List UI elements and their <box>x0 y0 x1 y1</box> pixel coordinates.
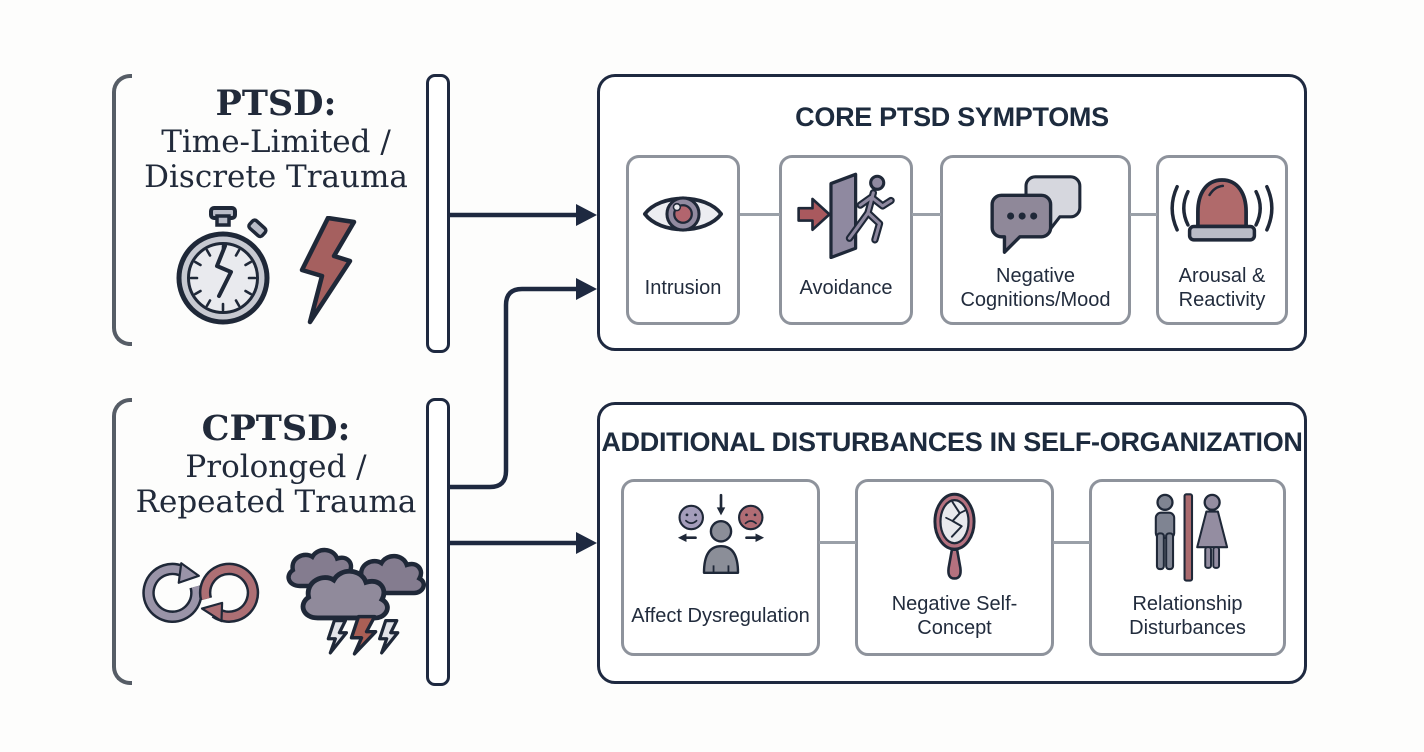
core-box-title: CORE PTSD SYMPTOMS <box>795 102 1109 132</box>
speech-bubbles-icon <box>986 166 1086 262</box>
exit-door-icon <box>794 166 898 262</box>
symptom-card-negative-cognitions: Negative Cognitions/Mood <box>940 155 1131 325</box>
affect-dysregulation-icon <box>673 490 769 586</box>
lightning-bolt-icon <box>299 216 357 325</box>
relationship-split-icon <box>1142 490 1234 586</box>
core-ptsd-symptoms-box: CORE PTSD SYMPTOMS Intrusion <box>597 74 1307 351</box>
ptsd-subtitle-line2: Discrete Trauma <box>144 159 408 195</box>
connector-line <box>819 541 856 544</box>
symptom-label: Affect Dysregulation <box>631 604 810 627</box>
symptom-label: Negative Cognitions/Mood <box>960 265 1111 311</box>
symptom-label: Avoidance <box>799 277 893 299</box>
symptom-card-arousal: Arousal & Reactivity <box>1156 155 1288 325</box>
dso-box: ADDITIONAL DISTURBANCES IN SELF-ORGANIZA… <box>597 402 1307 684</box>
siren-icon <box>1168 166 1276 262</box>
ptsd-group-bracket <box>112 74 132 346</box>
cptsd-group-bracket <box>112 398 132 685</box>
symptom-card-negative-self-concept: Negative Self-Concept <box>855 479 1054 656</box>
dso-box-title: ADDITIONAL DISTURBANCES IN SELF-ORGANIZA… <box>601 427 1303 457</box>
ptsd-collector-bar <box>426 74 450 353</box>
symptom-card-avoidance: Avoidance <box>779 155 913 325</box>
symptom-label: Negative Self-Concept <box>891 592 1018 639</box>
cptsd-collector-bar <box>426 398 450 686</box>
connector-line <box>740 213 780 216</box>
connector-line <box>1053 541 1090 544</box>
cptsd-heading-block: CPTSD: Prolonged / Repeated Trauma <box>130 407 422 520</box>
stopwatch-icon <box>176 206 270 325</box>
storm-clouds-icon <box>282 540 433 656</box>
cptsd-subtitle-line1: Prolonged / <box>185 449 367 485</box>
symptom-card-intrusion: Intrusion <box>626 155 740 325</box>
symptom-label: Relationship Disturbances <box>1129 592 1246 639</box>
infinity-loop-icon <box>142 562 260 623</box>
symptom-label: Arousal & Reactivity <box>1178 265 1266 311</box>
cptsd-subtitle-line2: Repeated Trauma <box>135 484 417 520</box>
connector-line <box>1130 213 1157 216</box>
symptom-card-relationship-disturbances: Relationship Disturbances <box>1089 479 1286 656</box>
cptsd-title: CPTSD: <box>201 408 351 449</box>
eye-icon <box>641 166 725 262</box>
connector-line <box>912 213 941 216</box>
symptom-label: Intrusion <box>644 277 722 299</box>
ptsd-heading-block: PTSD: Time-Limited / Discrete Trauma <box>130 82 422 195</box>
ptsd-title: PTSD: <box>215 83 337 124</box>
symptom-card-affect-dysregulation: Affect Dysregulation <box>621 479 820 656</box>
ptsd-subtitle-line1: Time-Limited / <box>161 124 391 160</box>
cracked-mirror-icon <box>931 490 978 586</box>
